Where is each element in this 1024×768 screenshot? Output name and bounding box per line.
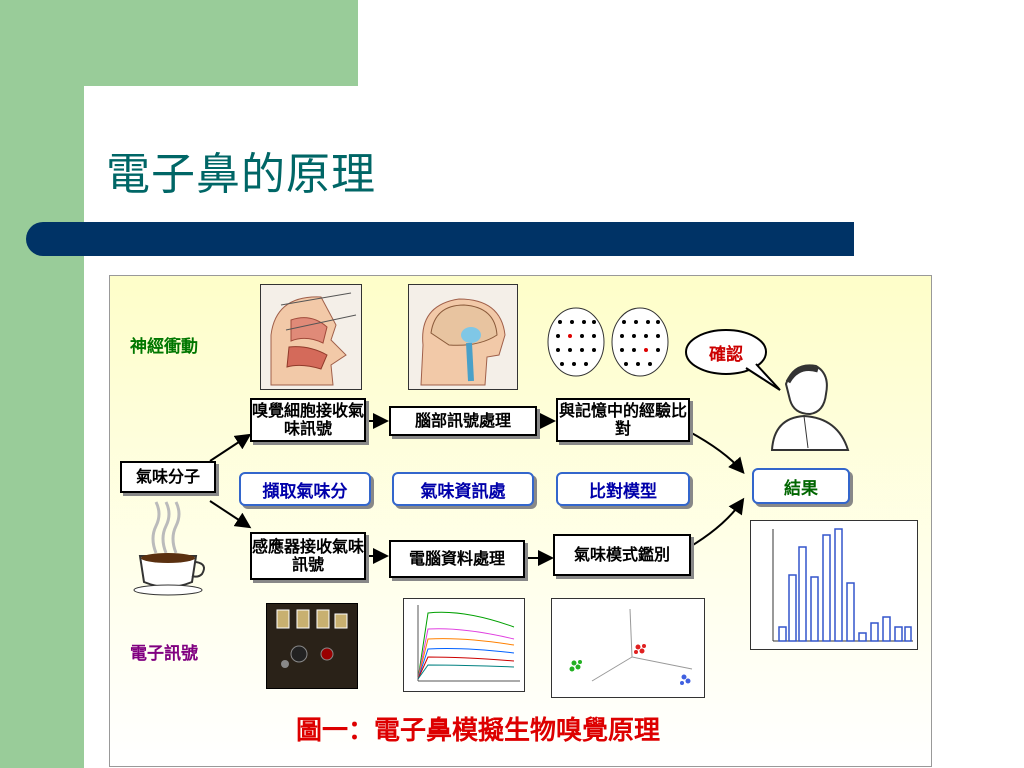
pattern-grid-right bbox=[610, 306, 670, 378]
top-decoration bbox=[84, 0, 358, 86]
confirm-label: 確認 bbox=[709, 345, 743, 365]
result-bar-chart-image bbox=[750, 520, 918, 650]
pattern-recognition-box: 氣味模式鑑別 bbox=[553, 534, 691, 576]
diagram-figure: 神經衝動 電子訊號 bbox=[109, 275, 932, 767]
odor-molecule-box: 氣味分子 bbox=[120, 461, 216, 493]
nose-anatomy-image bbox=[260, 284, 362, 390]
olfactory-cell-box: 嗅覺細胞接收氣味訊號 bbox=[250, 398, 366, 442]
result-pill: 結果 bbox=[752, 468, 850, 504]
odor-extract-pill: 擷取氣味分 bbox=[239, 472, 371, 506]
electronic-signal-label: 電子訊號 bbox=[130, 644, 198, 664]
sidebar-decoration bbox=[0, 0, 84, 768]
sensor-response-chart-image bbox=[403, 598, 525, 692]
title-rule bbox=[26, 222, 854, 256]
computer-processing-box: 電腦資料處理 bbox=[389, 540, 525, 578]
coffee-cup-image bbox=[130, 498, 210, 598]
page-title: 電子鼻的原理 bbox=[106, 149, 376, 200]
corner-decoration bbox=[84, 86, 144, 146]
odor-info-pill: 氣味資訊處 bbox=[392, 472, 534, 506]
memory-compare-box: 與記憶中的經驗比對 bbox=[556, 398, 690, 442]
pattern-cluster-plot-image bbox=[551, 598, 705, 698]
brain-processing-box: 腦部訊號處理 bbox=[389, 406, 537, 436]
brain-image bbox=[408, 284, 518, 390]
compare-model-pill: 比對模型 bbox=[556, 472, 690, 506]
neural-impulse-label: 神經衝動 bbox=[130, 337, 198, 357]
sensor-device-image bbox=[266, 603, 358, 689]
sensor-receive-box: 感應器接收氣味訊號 bbox=[250, 532, 366, 580]
pattern-grid-left bbox=[546, 306, 606, 378]
figure-caption: 圖一：電子鼻模擬生物嗅覺原理 bbox=[296, 716, 661, 746]
person-image bbox=[764, 360, 854, 452]
